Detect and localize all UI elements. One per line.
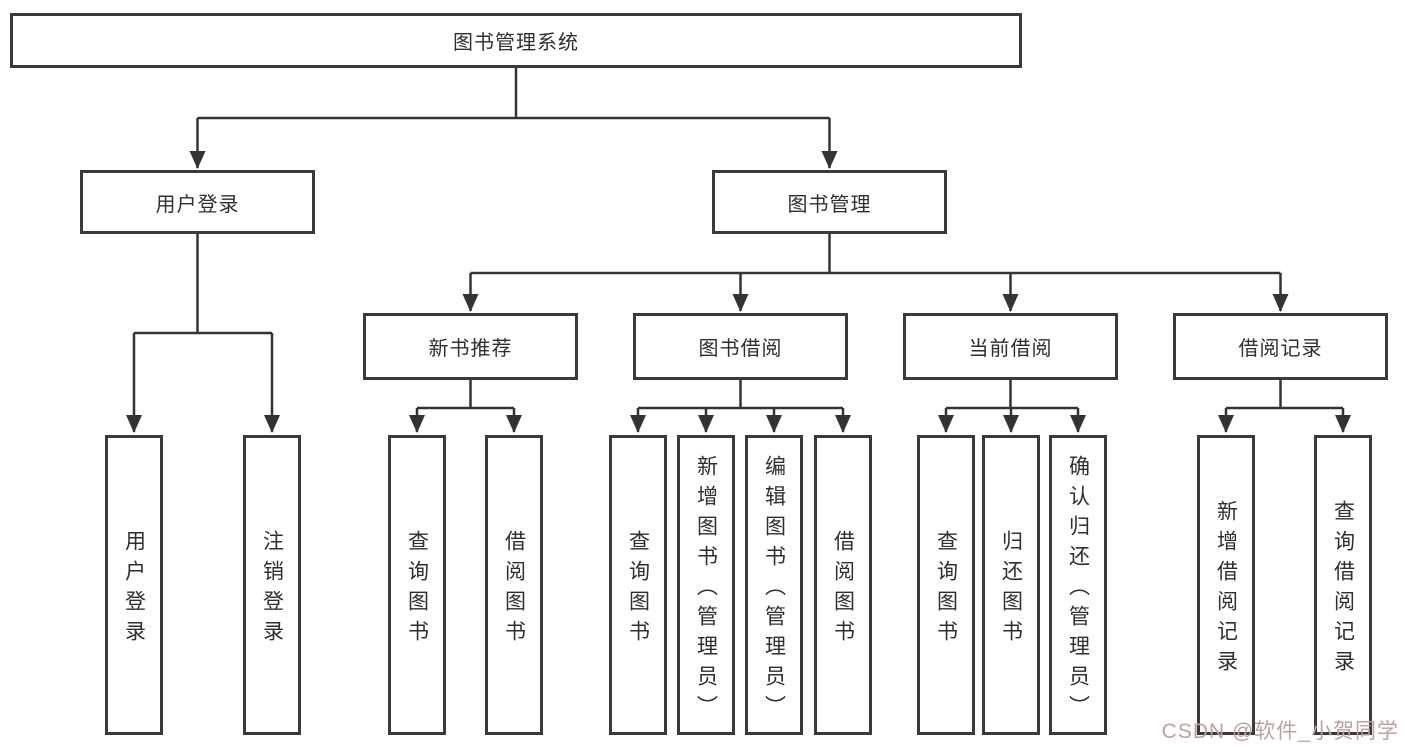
leaf-logout-label: 注销登录	[260, 529, 284, 650]
leaf-query-books-current-label: 查询图书	[934, 529, 958, 650]
leaf-edit-book-admin-label: 编辑图书（管理员）	[762, 454, 786, 725]
node-library-system-label: 图书管理系统	[453, 32, 579, 54]
leaf-borrow-books: 借阅图书	[814, 435, 872, 735]
leaf-edit-book-admin: 编辑图书（管理员）	[745, 435, 803, 735]
leaf-return-book: 归还图书	[982, 435, 1040, 735]
node-current-borrowing-label: 当前借阅	[968, 338, 1053, 360]
leaf-borrow-books-recommend: 借阅图书	[485, 435, 543, 735]
node-book-management: 图书管理	[712, 170, 947, 234]
connector-lines	[134, 68, 1343, 410]
node-book-management-label: 图书管理	[787, 193, 872, 216]
leaf-query-books-borrow: 查询图书	[609, 435, 667, 735]
leaf-return-book-label: 归还图书	[999, 529, 1023, 650]
node-new-book-recommendation-label: 新书推荐	[428, 338, 513, 360]
node-borrowing-records: 借阅记录	[1173, 313, 1388, 380]
leaf-user-login-label: 用户登录	[122, 529, 146, 650]
leaf-query-books-borrow-label: 查询图书	[626, 529, 650, 650]
leaf-add-borrow-record: 新增借阅记录	[1197, 435, 1255, 735]
connector-arrows	[126, 118, 1351, 433]
node-new-book-recommendation: 新书推荐	[363, 313, 578, 380]
leaf-add-book-admin-label: 新增图书（管理员）	[694, 454, 718, 725]
leaf-query-borrow-record: 查询借阅记录	[1314, 435, 1372, 735]
leaf-query-books-current: 查询图书	[917, 435, 975, 735]
node-current-borrowing: 当前借阅	[903, 313, 1118, 380]
leaf-add-borrow-record-label: 新增借阅记录	[1214, 499, 1238, 680]
node-user-login: 用户登录	[80, 170, 315, 234]
leaf-query-borrow-record-label: 查询借阅记录	[1331, 499, 1355, 680]
leaf-confirm-return-admin: 确认归还（管理员）	[1049, 435, 1107, 735]
node-library-system: 图书管理系统	[10, 13, 1022, 68]
leaf-query-books-recommend: 查询图书	[388, 435, 446, 735]
node-user-login-label: 用户登录	[155, 193, 240, 216]
leaf-confirm-return-admin-label: 确认归还（管理员）	[1066, 454, 1090, 725]
leaf-borrow-books-recommend-label: 借阅图书	[502, 529, 526, 650]
leaf-add-book-admin: 新增图书（管理员）	[677, 435, 735, 735]
node-borrowing-records-label: 借阅记录	[1238, 338, 1323, 360]
node-book-borrowing-label: 图书借阅	[698, 338, 783, 360]
leaf-user-login: 用户登录	[105, 435, 163, 735]
node-book-borrowing: 图书借阅	[633, 313, 848, 380]
leaf-borrow-books-label: 借阅图书	[831, 529, 855, 650]
leaf-logout: 注销登录	[243, 435, 301, 735]
leaf-query-books-recommend-label: 查询图书	[405, 529, 429, 650]
